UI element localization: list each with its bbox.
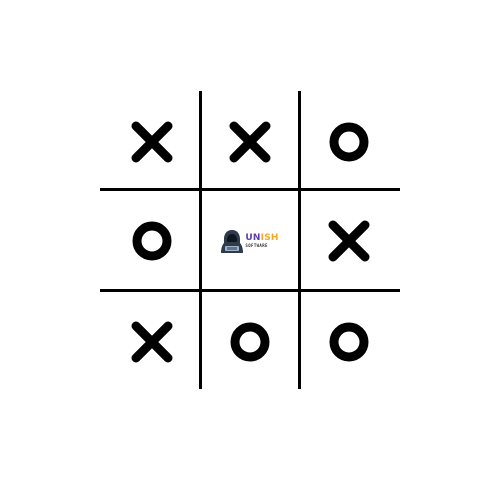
logo-wordmark: UNISH <box>245 234 278 243</box>
cell-1[interactable] <box>104 94 200 190</box>
hooded-figure-icon <box>221 230 244 253</box>
cell-6[interactable] <box>301 193 397 289</box>
x-mark-icon <box>229 121 271 163</box>
grid-line-vertical-1 <box>199 91 202 389</box>
o-mark-icon <box>230 322 270 362</box>
cell-7[interactable] <box>104 294 200 390</box>
x-mark-icon <box>328 220 370 262</box>
o-mark-icon <box>132 221 172 261</box>
x-mark-icon <box>131 121 173 163</box>
o-mark-icon <box>329 322 369 362</box>
logo-wordmark-part1: UN <box>245 233 261 243</box>
grid-line-horizontal-1 <box>100 188 400 191</box>
cell-8[interactable] <box>202 294 298 390</box>
cell-3[interactable] <box>301 94 397 190</box>
logo-wordmark-part2: ISH <box>260 233 279 243</box>
cell-2[interactable] <box>202 94 298 190</box>
logo-subtitle: SOFTWARE <box>245 243 268 248</box>
grid-line-vertical-2 <box>298 91 301 389</box>
cell-4[interactable] <box>104 193 200 289</box>
grid-line-horizontal-2 <box>100 289 400 292</box>
cell-9[interactable] <box>301 294 397 390</box>
o-mark-icon <box>329 122 369 162</box>
x-mark-icon <box>131 321 173 363</box>
